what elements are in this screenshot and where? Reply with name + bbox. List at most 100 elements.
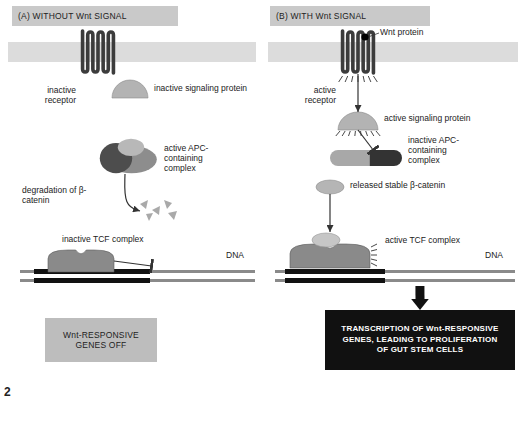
box-text: TRANSCRIPTION OF Wnt-RESPONSIVE GENES, L… <box>340 324 500 355</box>
node-label: released stable β-catenin <box>350 181 445 191</box>
protein-fragment <box>164 200 172 209</box>
node-shape <box>98 138 158 174</box>
node-label: DNA <box>226 251 244 261</box>
arrow-connector <box>329 194 330 232</box>
activity-mark <box>373 76 377 82</box>
shape-group <box>12 6 178 26</box>
box-fill <box>45 318 157 362</box>
node-shape <box>340 30 376 74</box>
panel-heading: (A) WITHOUT Wnt SIGNAL <box>12 6 178 26</box>
degraded-fragments: degradation of β-catenin <box>140 200 180 222</box>
activity-mark <box>371 250 377 252</box>
shape-group <box>336 112 380 136</box>
activity-mark <box>371 131 374 136</box>
arrow-connector <box>357 74 358 112</box>
node-label: inactive TCF complex <box>62 235 144 245</box>
signaling-protein: active signaling protein <box>338 112 378 130</box>
protein-ellipse <box>316 180 344 194</box>
node-shape <box>275 266 515 286</box>
tcf-complex: active TCF complex <box>290 232 370 268</box>
dna-strand: DNA <box>275 266 515 286</box>
dna-strand-line <box>20 279 255 282</box>
activity-mark <box>345 76 348 82</box>
panel-heading: (B) WITH Wnt SIGNAL <box>270 6 430 26</box>
protein-dome <box>338 112 378 130</box>
shape-group <box>45 318 157 362</box>
arrow-connector <box>415 286 424 299</box>
inhibition-connector <box>114 261 152 266</box>
protein-dome <box>112 80 148 98</box>
gene-region <box>34 278 150 283</box>
tcf-body <box>290 244 370 268</box>
box-text: Wnt-RESPONSIVE GENES OFF <box>55 330 147 350</box>
activity-mark <box>368 76 371 82</box>
gene-region <box>285 269 385 274</box>
gene-region <box>285 278 385 283</box>
node-label: inactive signaling protein <box>154 84 247 94</box>
node-label: inactive receptor <box>34 86 76 106</box>
complex-part <box>118 139 144 156</box>
node-label: active APC-containing complex <box>164 144 222 173</box>
shape-group <box>339 31 378 82</box>
shape-group <box>83 31 114 73</box>
shape-group <box>20 269 255 283</box>
apc-complex: active APC-containing complex <box>98 138 158 174</box>
activity-mark <box>352 76 353 82</box>
bound-beta-catenin <box>312 233 340 247</box>
protein-fragment <box>146 213 153 221</box>
node-shape <box>112 80 148 98</box>
protein-fragment <box>152 206 160 215</box>
apc-complex: inactive APC-containing complex <box>330 150 402 166</box>
shape-group <box>275 269 515 283</box>
signaling-protein: inactive signaling protein <box>112 80 148 98</box>
activity-mark <box>366 131 368 136</box>
activity-mark <box>339 76 343 82</box>
activity-mark <box>371 255 377 256</box>
activity-mark <box>371 259 377 261</box>
box-text: (B) WITH Wnt SIGNAL <box>276 11 366 21</box>
node-shape <box>330 150 402 166</box>
text-holder: Wnt-RESPONSIVE GENES OFF <box>45 318 157 362</box>
dna-strand-line <box>275 279 515 282</box>
text-holder: (B) WITH Wnt SIGNAL <box>270 6 430 26</box>
node-shape <box>290 232 370 268</box>
activity-mark <box>358 76 359 82</box>
node-label: DNA <box>485 251 503 261</box>
dna-strand-line <box>275 270 515 273</box>
node-label: degradation of β-catenin <box>22 186 88 206</box>
receptor-protein: inactive receptor <box>80 30 116 74</box>
activity-mark <box>336 131 340 136</box>
activity-mark <box>371 263 377 266</box>
node-label: active receptor <box>294 86 336 106</box>
activity-mark <box>354 131 356 136</box>
protein-fragment <box>140 200 148 209</box>
shape-group <box>112 80 148 98</box>
box-fill <box>12 6 178 26</box>
node-shape <box>80 30 116 74</box>
arrow-connector <box>125 174 140 211</box>
box-fill <box>325 310 515 370</box>
shape-group <box>270 6 430 26</box>
activity-mark <box>342 131 345 136</box>
shape-group <box>325 310 515 370</box>
activity-mark <box>360 131 362 136</box>
activity-mark <box>348 131 350 136</box>
inhibition-connector <box>358 130 373 150</box>
node-label: active TCF complex <box>385 236 460 246</box>
node-shape <box>316 180 344 194</box>
box-text: (A) WITHOUT Wnt SIGNAL <box>18 11 127 21</box>
node-label: active signaling protein <box>384 114 470 124</box>
text-holder: TRANSCRIPTION OF Wnt-RESPONSIVE GENES, L… <box>325 310 515 370</box>
cell-membrane <box>8 42 256 62</box>
node-shape <box>48 250 114 272</box>
outcome-box: TRANSCRIPTION OF Wnt-RESPONSIVE GENES, L… <box>325 310 515 370</box>
shape-group <box>316 180 344 194</box>
receptor-helices <box>83 31 114 73</box>
shape-group <box>48 250 114 272</box>
gene-region <box>34 269 150 274</box>
shape-group <box>290 233 377 268</box>
complex-part <box>330 150 370 166</box>
shape-group <box>330 150 402 166</box>
tcf-complex: inactive TCF complex <box>48 250 114 272</box>
